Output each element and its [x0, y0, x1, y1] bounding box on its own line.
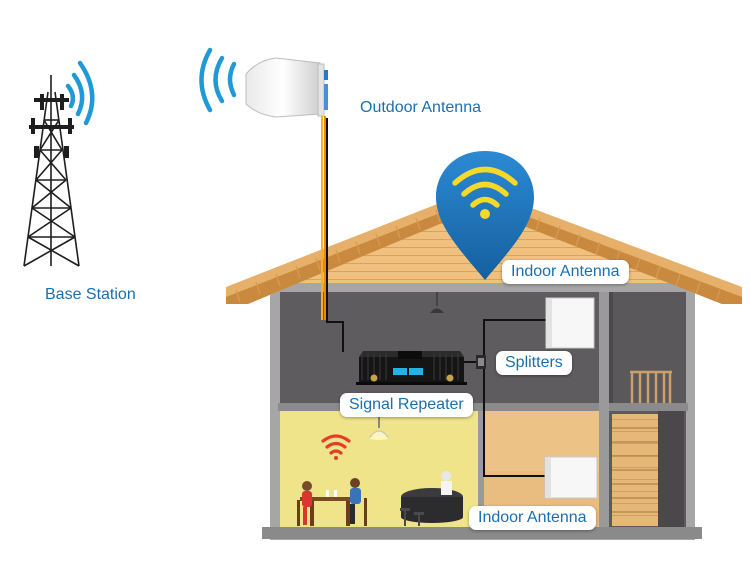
indoor-panel-antenna-icon	[545, 297, 595, 349]
stair-railing	[630, 370, 672, 403]
indoor-panel-antenna-icon	[544, 456, 598, 499]
ceiling-lamp	[430, 292, 444, 313]
wifi-icon	[321, 434, 351, 460]
base-station-label: Base Station	[45, 286, 136, 303]
splitter-icon	[476, 355, 486, 369]
wifi-pin-icon	[436, 151, 534, 280]
indoor-antenna-bottom-label: Indoor Antenna	[469, 506, 596, 530]
dining-table-people	[297, 478, 367, 526]
outdoor-antenna-icon	[245, 57, 328, 118]
outdoor-antenna-label: Outdoor Antenna	[360, 99, 481, 116]
splitters-label: Splitters	[496, 351, 572, 375]
tower-signal-waves	[65, 60, 95, 126]
signal-repeater-label: Signal Repeater	[340, 393, 473, 417]
indoor-antenna-top-label: Indoor Antenna	[502, 260, 629, 284]
signal-repeater-icon	[356, 351, 467, 385]
pendant-lamp	[368, 411, 390, 440]
outdoor-antenna-signal-waves	[199, 47, 237, 113]
cell-tower-icon	[23, 75, 80, 267]
staircase	[612, 411, 684, 527]
bar-counter	[400, 471, 463, 526]
cables	[321, 116, 546, 477]
